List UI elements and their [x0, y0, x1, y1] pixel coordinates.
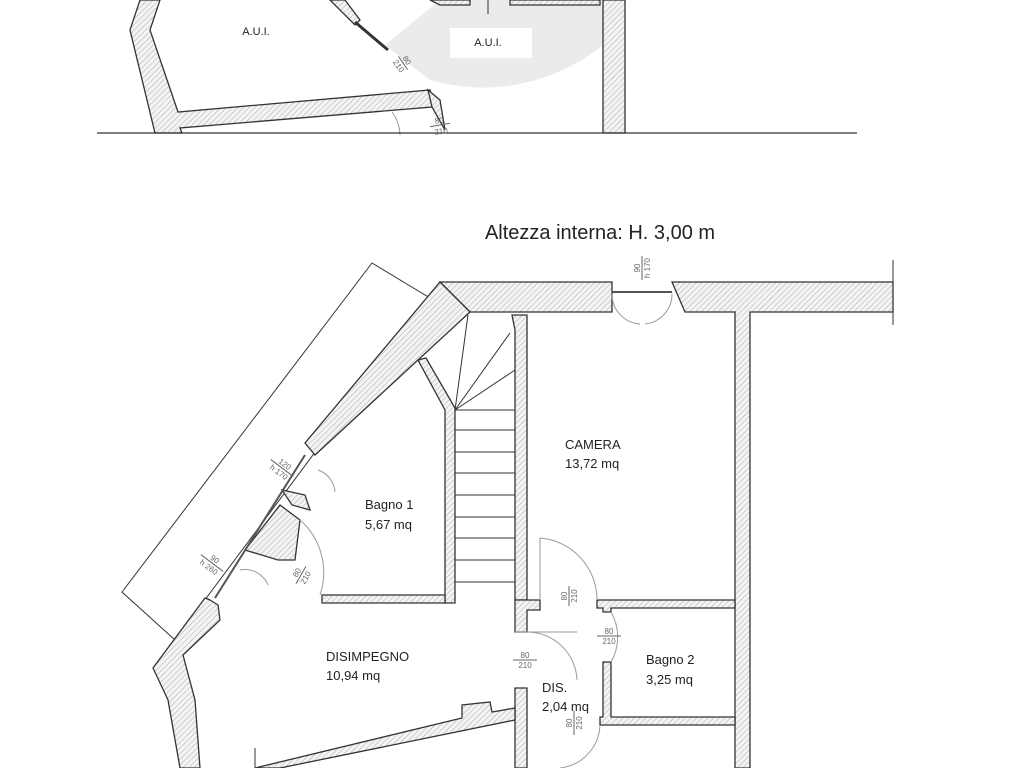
svg-text:80: 80 — [605, 627, 614, 636]
svg-text:DIS.: DIS. — [542, 680, 567, 695]
room-camera: CAMERA 13,72 mq — [565, 437, 621, 471]
upper-plan: A.U.I. A.U.I. 80 210 80 210 — [97, 0, 857, 137]
wall — [417, 357, 456, 604]
svg-text:210: 210 — [570, 589, 579, 603]
svg-text:210: 210 — [434, 126, 449, 137]
balcony-outline — [121, 262, 431, 641]
svg-text:10,94 mq: 10,94 mq — [326, 668, 380, 683]
svg-text:210: 210 — [518, 661, 532, 670]
room-label-aui: A.U.I. — [242, 26, 270, 38]
wall — [254, 701, 516, 768]
wall — [429, 0, 471, 6]
wall — [321, 594, 446, 604]
wall — [602, 0, 626, 134]
window-frame — [214, 454, 306, 599]
wall — [514, 599, 541, 633]
svg-text:80: 80 — [565, 718, 574, 727]
room-bagno-1: Bagno 1 5,67 mq — [365, 497, 413, 532]
room-dis: DIS. 2,04 mq — [542, 680, 589, 714]
wall — [599, 661, 736, 726]
wall — [243, 504, 301, 561]
svg-text:210: 210 — [602, 637, 616, 646]
door-dimension: 80 210 — [513, 651, 537, 670]
window-swing — [611, 293, 673, 325]
wall — [280, 489, 312, 511]
door-dimension: 80 210 — [430, 115, 450, 137]
svg-text:80: 80 — [521, 651, 530, 660]
door-dimension: 80 210 — [565, 711, 584, 735]
svg-text:5,67 mq: 5,67 mq — [365, 517, 412, 532]
room-label-aui: A.U.I. — [474, 37, 502, 49]
door-dimension: 80 210 — [291, 566, 313, 586]
wall — [129, 0, 433, 134]
window-swing — [239, 469, 336, 596]
svg-text:90: 90 — [633, 263, 642, 272]
wall — [426, 88, 446, 131]
svg-text:Bagno 2: Bagno 2 — [646, 652, 694, 667]
door-swing — [391, 111, 401, 136]
wall — [596, 599, 736, 613]
svg-text:2,04 mq: 2,04 mq — [542, 699, 589, 714]
door-swing — [515, 537, 619, 768]
staircase — [454, 314, 516, 583]
wall — [152, 597, 221, 768]
svg-text:210: 210 — [575, 716, 584, 730]
wall — [671, 281, 894, 768]
wall — [514, 687, 528, 768]
svg-text:3,25 mq: 3,25 mq — [646, 672, 693, 687]
lower-plan: CAMERA 13,72 mq Bagno 1 5,67 mq DISIMPEG… — [121, 256, 894, 768]
svg-text:DISIMPEGNO: DISIMPEGNO — [326, 649, 409, 664]
opening-dimension: 120 h 170 — [268, 457, 294, 482]
wall — [329, 0, 361, 26]
svg-text:CAMERA: CAMERA — [565, 437, 621, 452]
room-bagno-2: Bagno 2 3,25 mq — [646, 652, 694, 687]
opening-dimension: 90 h 170 — [633, 256, 652, 280]
svg-text:80: 80 — [434, 115, 445, 126]
door-dimension: 80 210 — [597, 627, 621, 646]
plan-title: Altezza interna: H. 3,00 m — [485, 222, 715, 244]
wall — [304, 281, 471, 456]
room-disimpegno: DISIMPEGNO 10,94 mq — [326, 649, 409, 683]
label-background — [450, 28, 532, 58]
door-frame — [354, 20, 389, 52]
door-dimension: 80 210 — [560, 586, 579, 606]
svg-text:13,72 mq: 13,72 mq — [565, 456, 619, 471]
svg-text:h 170: h 170 — [643, 257, 652, 278]
wall — [509, 0, 601, 6]
svg-text:Bagno 1: Bagno 1 — [365, 497, 413, 512]
svg-text:80: 80 — [560, 591, 569, 600]
wall — [511, 314, 528, 601]
